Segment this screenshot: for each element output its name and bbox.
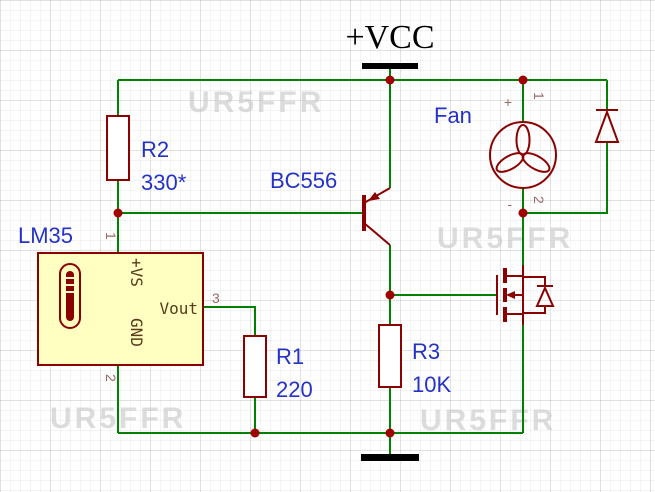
lm35-body (37, 252, 204, 366)
transistor-emitter-arrow-icon (368, 192, 380, 201)
junction-dot (385, 290, 395, 300)
r2-value-label: 330* (141, 170, 187, 195)
junction-dot (250, 428, 260, 438)
fan-label: Fan (434, 103, 472, 128)
fan-blades-icon (495, 124, 551, 173)
resistor-r1-body (243, 335, 267, 398)
fan-blade (521, 152, 551, 173)
vcc-label: +VCC (345, 19, 434, 56)
vcc-bar (362, 63, 418, 69)
watermark-text: UR5FFR (437, 222, 573, 255)
diode-triangle (594, 109, 620, 143)
transistor-label: BC556 (270, 168, 337, 193)
junction-dot (518, 75, 528, 85)
lm35-sensor: LM35 +VS GND Vout 1 2 3 (18, 223, 220, 382)
resistor-r3: R3 10K (378, 324, 451, 397)
junction-dot (385, 75, 395, 85)
lm35-pin1-number: 1 (103, 232, 119, 240)
watermark-text: UR5FFR (420, 404, 556, 437)
r1-name-label: R1 (276, 344, 304, 369)
vcc-symbol: +VCC (345, 19, 435, 69)
lm35-pin-vs-name: +VS (127, 258, 146, 287)
flyback-diode (594, 109, 620, 143)
watermark-text: UR5FFR (188, 86, 324, 119)
transistor-bc556: BC556 (270, 168, 391, 246)
lm35-label: LM35 (18, 223, 73, 248)
fan-blade (495, 152, 525, 173)
thermometer-stripes (66, 277, 74, 293)
lm35-pin3-number: 3 (212, 290, 220, 306)
transistor-collector (363, 222, 391, 246)
mosfet (496, 265, 555, 325)
resistor-r2: R2 330* (106, 115, 187, 195)
fan-pin1-number: 1 (531, 92, 547, 100)
mosfet-body-arrow-icon (506, 291, 515, 299)
fan-circle (489, 121, 557, 189)
fan-minus-label: - (507, 196, 512, 212)
ground-symbol (361, 454, 419, 461)
fan: Fan + 1 - 2 (434, 92, 557, 212)
thermometer-outline (59, 263, 81, 329)
junction-dot (113, 208, 123, 218)
r3-name-label: R3 (412, 339, 440, 364)
watermarks: UR5FFR UR5FFR UR5FFR UR5FFR (50, 86, 573, 437)
watermark-text: UR5FFR (50, 402, 186, 435)
lm35-pin2-number: 2 (103, 374, 119, 382)
resistor-r3-body (378, 324, 402, 388)
fan-blade (515, 124, 531, 156)
wire-diode-bottom (523, 142, 608, 214)
r1-value-label: 220 (276, 377, 313, 402)
lm35-pin-vout-name: Vout (159, 299, 198, 318)
mosfet-body-diode-triangle (535, 285, 555, 307)
resistor-r2-body (106, 115, 130, 181)
junction-dots (113, 75, 528, 438)
junction-dot (518, 208, 528, 218)
r3-value-label: 10K (412, 372, 451, 397)
fan-pin2-number: 2 (531, 196, 547, 204)
thermometer-fill (66, 271, 74, 321)
wire-lm35-pin3 (203, 306, 256, 336)
fan-plus-label: + (504, 94, 512, 110)
resistor-r1: R1 220 (243, 335, 313, 402)
junction-dot (385, 428, 395, 438)
lm35-pin-gnd-name: GND (127, 318, 146, 347)
thermometer-icon (59, 263, 81, 329)
ground-bar (361, 454, 419, 461)
r2-name-label: R2 (141, 137, 169, 162)
